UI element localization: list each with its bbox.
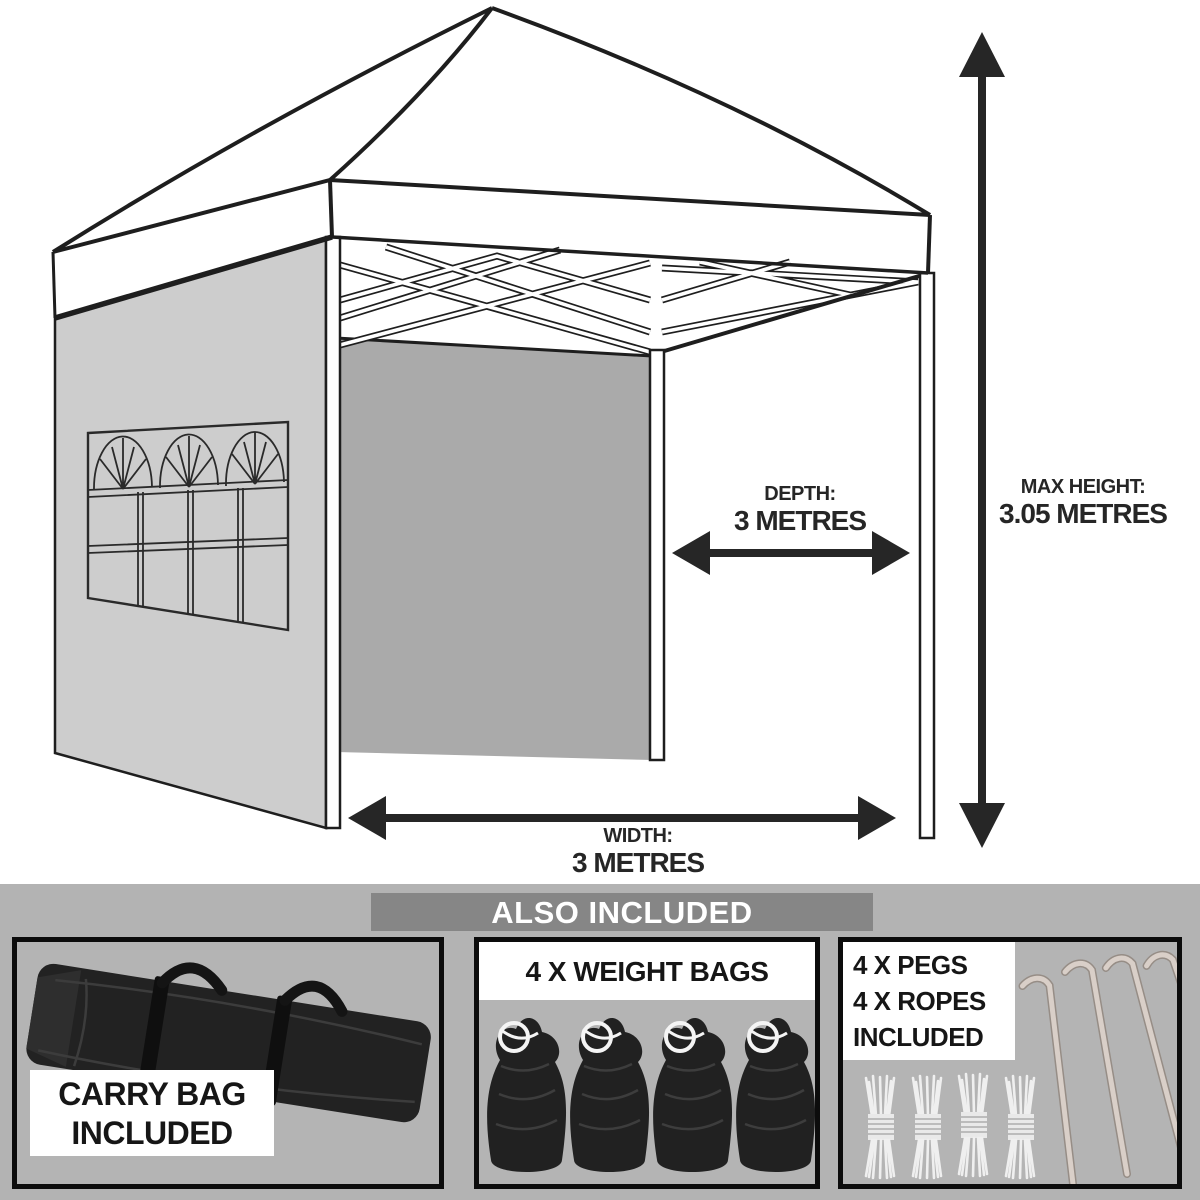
height-arrow <box>959 32 1005 848</box>
width-label: WIDTH: <box>603 825 673 847</box>
truss-frame <box>338 243 927 356</box>
depth-label: DEPTH: <box>764 483 836 505</box>
pegs-ropes-panel: 4 X PEGS 4 X ROPES INCLUDED <box>838 937 1182 1189</box>
max-height-dimension-label: MAX HEIGHT: 3.05 METRES <box>985 476 1181 529</box>
carry-bag-panel: CARRY BAG INCLUDED <box>12 937 444 1189</box>
window-panel <box>86 420 290 632</box>
depth-arrow <box>672 531 910 575</box>
rope-bundle-1 <box>864 1074 896 1180</box>
front-centre-leg <box>324 235 342 830</box>
bag-handles <box>156 962 348 1017</box>
weight-bag-2 <box>568 1015 652 1174</box>
carry-bag-caption: CARRY BAG INCLUDED <box>30 1070 274 1156</box>
max-height-value: 3.05 METRES <box>999 498 1168 529</box>
pegs-caption-line2: 4 X ROPES <box>853 986 986 1016</box>
front-right-leg <box>918 271 936 840</box>
side-wall <box>53 236 328 830</box>
depth-value: 3 METRES <box>733 505 867 536</box>
carry-bag-caption-line1: CARRY BAG <box>58 1076 246 1112</box>
pegs-caption-line3: INCLUDED <box>853 1022 984 1052</box>
rope-bundle-2 <box>911 1074 943 1180</box>
weight-bags-panel: 4 X WEIGHT BAGS <box>474 937 820 1189</box>
legs <box>324 235 936 840</box>
pegs-caption-line1: 4 X PEGS <box>853 950 968 980</box>
gazebo-illustration <box>51 6 1005 848</box>
peg-3 <box>1105 954 1177 1169</box>
weight-bag-1 <box>485 1015 569 1174</box>
also-included-section: ALSO INCLUDED CARRY BAG INCLUDED 4 X WE <box>0 884 1200 1200</box>
rope-bundle-3 <box>957 1072 989 1178</box>
rope-bundle-4 <box>1004 1074 1036 1180</box>
width-arrow <box>348 796 896 840</box>
canopy <box>53 8 930 318</box>
width-value: 3 METRES <box>571 847 705 878</box>
back-wall <box>335 336 653 760</box>
pegs <box>1012 948 1177 1184</box>
peg-2 <box>1065 963 1127 1174</box>
width-dimension-label: WIDTH: 3 METRES <box>530 825 746 878</box>
max-height-label: MAX HEIGHT: <box>1020 476 1146 498</box>
weight-bags-illustration <box>485 1015 815 1174</box>
pegs-ropes-caption: 4 X PEGS 4 X ROPES INCLUDED <box>843 942 1015 1060</box>
back-centre-leg <box>648 348 666 762</box>
weight-bag-4 <box>734 1015 815 1174</box>
also-included-title-bar: ALSO INCLUDED <box>371 893 873 931</box>
peg-1 <box>1012 977 1085 1184</box>
carry-bag-caption-line2: INCLUDED <box>71 1115 233 1151</box>
canopy-edges <box>51 6 932 321</box>
weight-bag-3 <box>651 1015 735 1174</box>
rope-bundles <box>864 1072 1036 1180</box>
depth-dimension-label: DEPTH: 3 METRES <box>692 483 908 536</box>
weight-bags-title: 4 X WEIGHT BAGS <box>479 942 815 1000</box>
